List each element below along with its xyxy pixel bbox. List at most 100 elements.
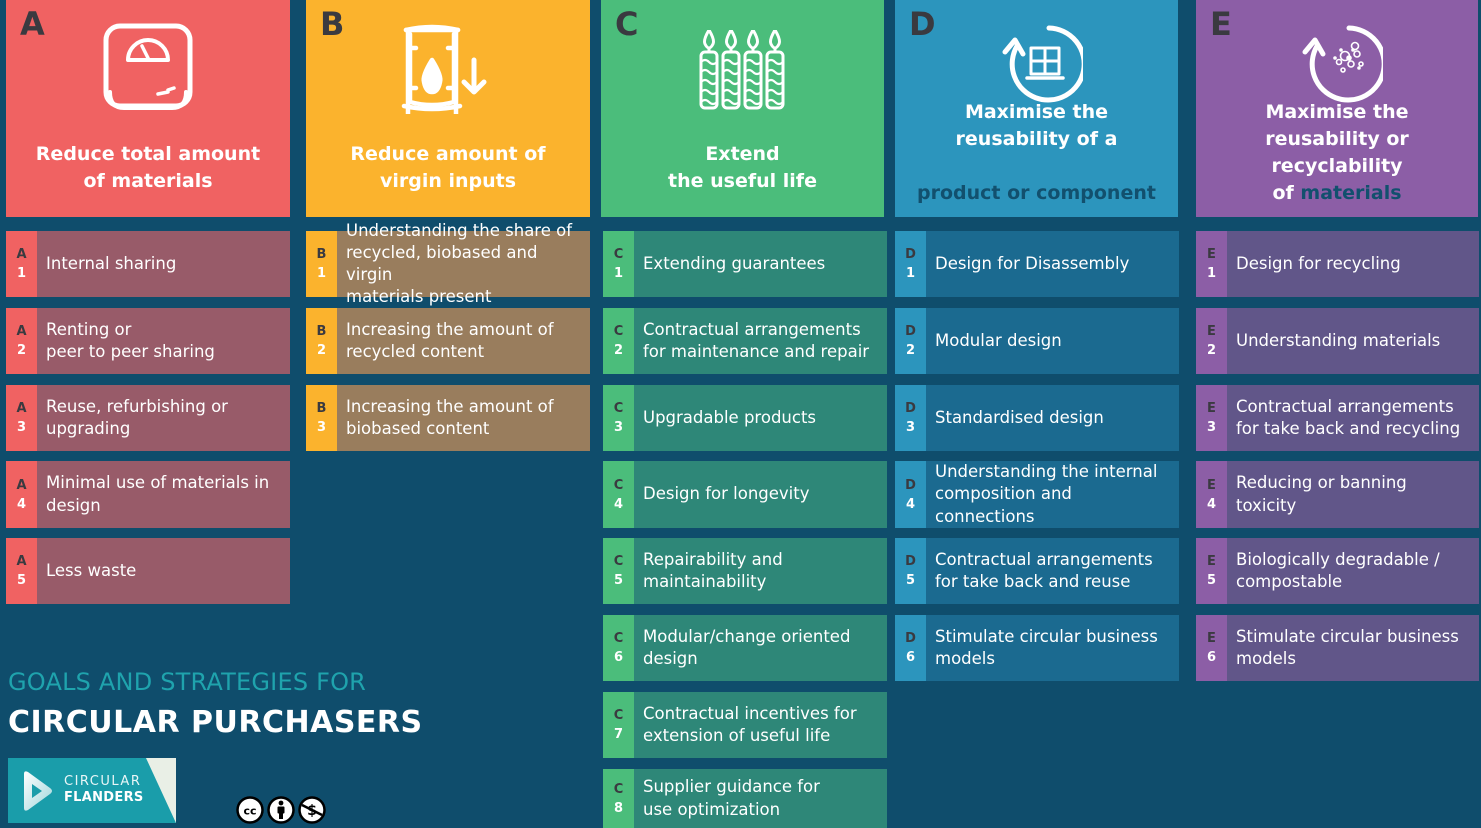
- goal-title-highlight: materials: [1300, 182, 1402, 204]
- footer-title: CIRCULAR PURCHASERS: [8, 705, 423, 740]
- strategy-label: Standardised design: [926, 385, 1179, 451]
- strategy-label: Contractual arrangements for take back a…: [1227, 385, 1479, 451]
- strategy-label: Reuse, refurbishing or upgrading: [37, 385, 290, 451]
- play-mark-icon: [24, 771, 52, 811]
- oil-barrel-down-icon: [398, 22, 508, 114]
- strategy-label: Design for Disassembly: [926, 231, 1179, 297]
- footer-subtitle: GOALS AND STRATEGIES FOR: [8, 668, 367, 696]
- strategy-label: Stimulate circular business models: [1227, 615, 1479, 681]
- strategy-label: Minimal use of materials in design: [37, 461, 290, 528]
- goal-card-c: C Extend the useful life: [601, 0, 884, 217]
- strategy-label: Design for longevity: [634, 461, 887, 528]
- logo-text-circular: CIRCULAR: [64, 774, 142, 789]
- strategy-label: Modular/change oriented design: [634, 615, 887, 681]
- circular-flanders-logo[interactable]: CIRCULAR FLANDERS: [8, 758, 176, 823]
- strategy-label: Understanding the internal composition a…: [926, 461, 1179, 528]
- bathroom-scale-icon: [102, 22, 194, 114]
- cycle-window-icon: [997, 24, 1083, 104]
- strategy-label: Reducing or banning toxicity: [1227, 461, 1479, 528]
- strategy-label: Repairability and maintainability: [634, 538, 887, 604]
- strategy-label: Internal sharing: [37, 231, 290, 297]
- strategy-label: Increasing the amount of biobased conten…: [337, 385, 590, 451]
- goal-title: Reduce amount of virgin inputs: [350, 143, 546, 192]
- goal-card-a: A Reduce total amount of materials: [6, 0, 290, 217]
- creative-commons-license[interactable]: cc $: [236, 796, 326, 824]
- cc-icon: cc: [236, 796, 264, 824]
- cycle-particles-icon: [1297, 24, 1383, 104]
- goal-title: Extend the useful life: [668, 143, 817, 192]
- strategy-label: Less waste: [37, 538, 290, 604]
- strategy-label: Extending guarantees: [634, 231, 887, 297]
- strategy-label: Renting or peer to peer sharing: [37, 308, 290, 374]
- goal-letter: A: [20, 5, 45, 43]
- svg-text:cc: cc: [243, 805, 256, 818]
- logo-text-flanders: FLANDERS: [64, 790, 144, 805]
- noncommercial-icon: $: [298, 796, 326, 824]
- strategy-label: Biologically degradable / compostable: [1227, 538, 1479, 604]
- goal-title-text: Maximise the reusability of a: [955, 101, 1118, 150]
- strategy-label: Modular design: [926, 308, 1179, 374]
- attribution-icon: [267, 796, 295, 824]
- goal-letter: B: [320, 5, 345, 43]
- goal-card-d: D Maximise the reusability of a product …: [895, 0, 1178, 217]
- strategy-label: Understanding materials: [1227, 308, 1479, 374]
- strategy-label: Contractual arrangements for maintenance…: [634, 308, 887, 374]
- goal-card-e: E Maximise the reusability or recyclabil…: [1196, 0, 1478, 217]
- flanders-lion-icon: [146, 758, 176, 823]
- goal-letter: E: [1210, 5, 1232, 43]
- goal-title: Maximise the reusability of a product or…: [895, 72, 1178, 207]
- strategy-label: Upgradable products: [634, 385, 887, 451]
- goal-letter: C: [615, 5, 639, 43]
- strategy-label: Design for recycling: [1227, 231, 1479, 297]
- strategy-label: Stimulate circular business models: [926, 615, 1179, 681]
